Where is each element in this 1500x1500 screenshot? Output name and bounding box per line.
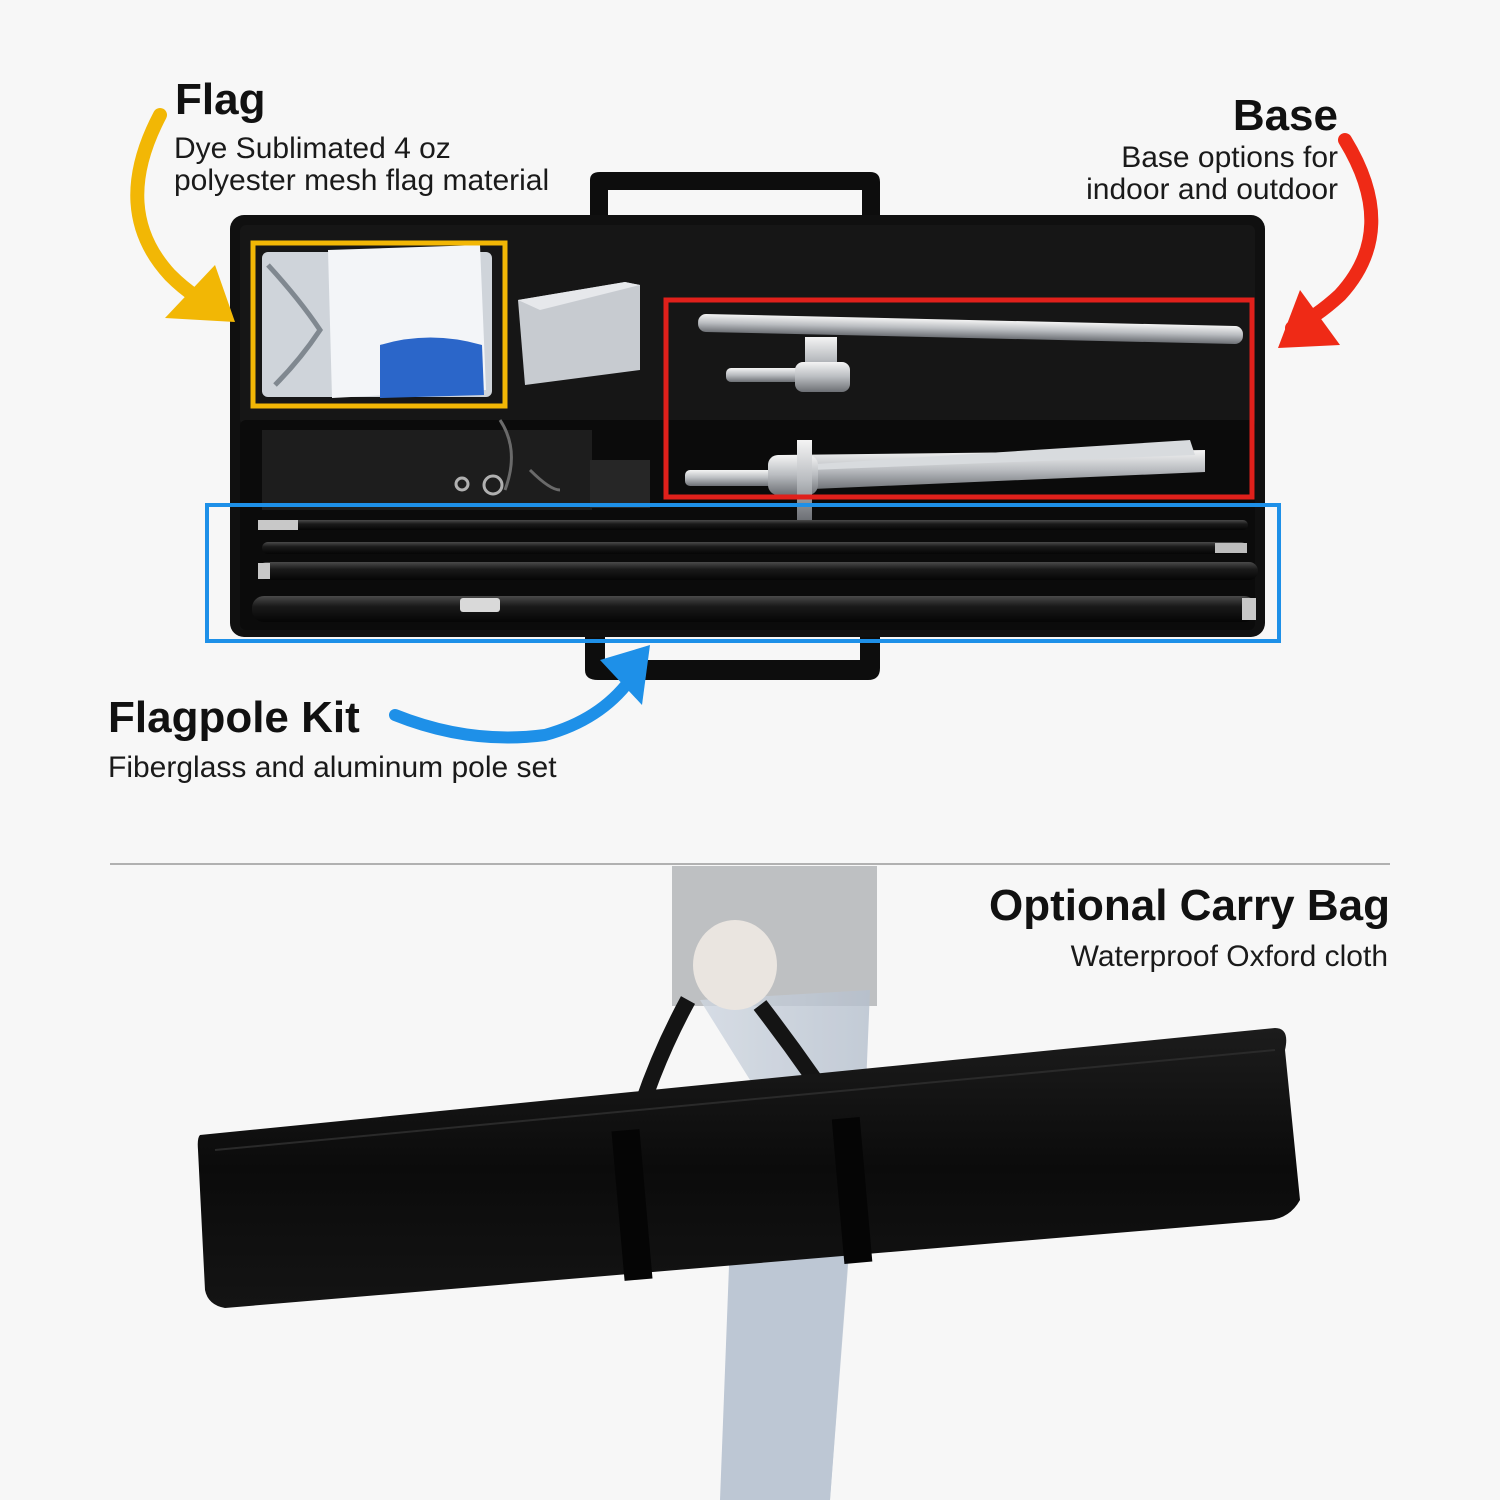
base-description-line2: indoor and outdoor: [1086, 173, 1338, 206]
flagpole-title: Flagpole Kit: [108, 693, 360, 742]
carry-bag: [197, 996, 1300, 1308]
base-description: Base options for indoor and outdoor: [1086, 142, 1338, 206]
poles: [252, 520, 1258, 622]
base-description-line1: Base options for: [1121, 141, 1338, 174]
flag-description: Dye Sublimated 4 oz polyester mesh flag …: [174, 133, 549, 197]
flag-description-line1: Dye Sublimated 4 oz: [174, 132, 451, 165]
flag-highlight-box: [250, 240, 508, 409]
flagpole-description: Fiberglass and aluminum pole set: [108, 751, 557, 784]
base-parts: [685, 314, 1243, 520]
carry-bag-title: Optional Carry Bag: [989, 881, 1390, 930]
carry-bag-description: Waterproof Oxford cloth: [1070, 940, 1388, 973]
base-title: Base: [1232, 91, 1338, 140]
base-arrow: [1278, 133, 1379, 348]
flag-description-line2: polyester mesh flag material: [174, 164, 550, 197]
flag-package: [262, 245, 640, 496]
flag-title: Flag: [175, 75, 266, 124]
flag-arrow: [130, 108, 235, 322]
flagpole-arrow: [389, 645, 650, 744]
base-highlight-box: [663, 297, 1255, 500]
flagpole-highlight-box: [205, 503, 1281, 643]
